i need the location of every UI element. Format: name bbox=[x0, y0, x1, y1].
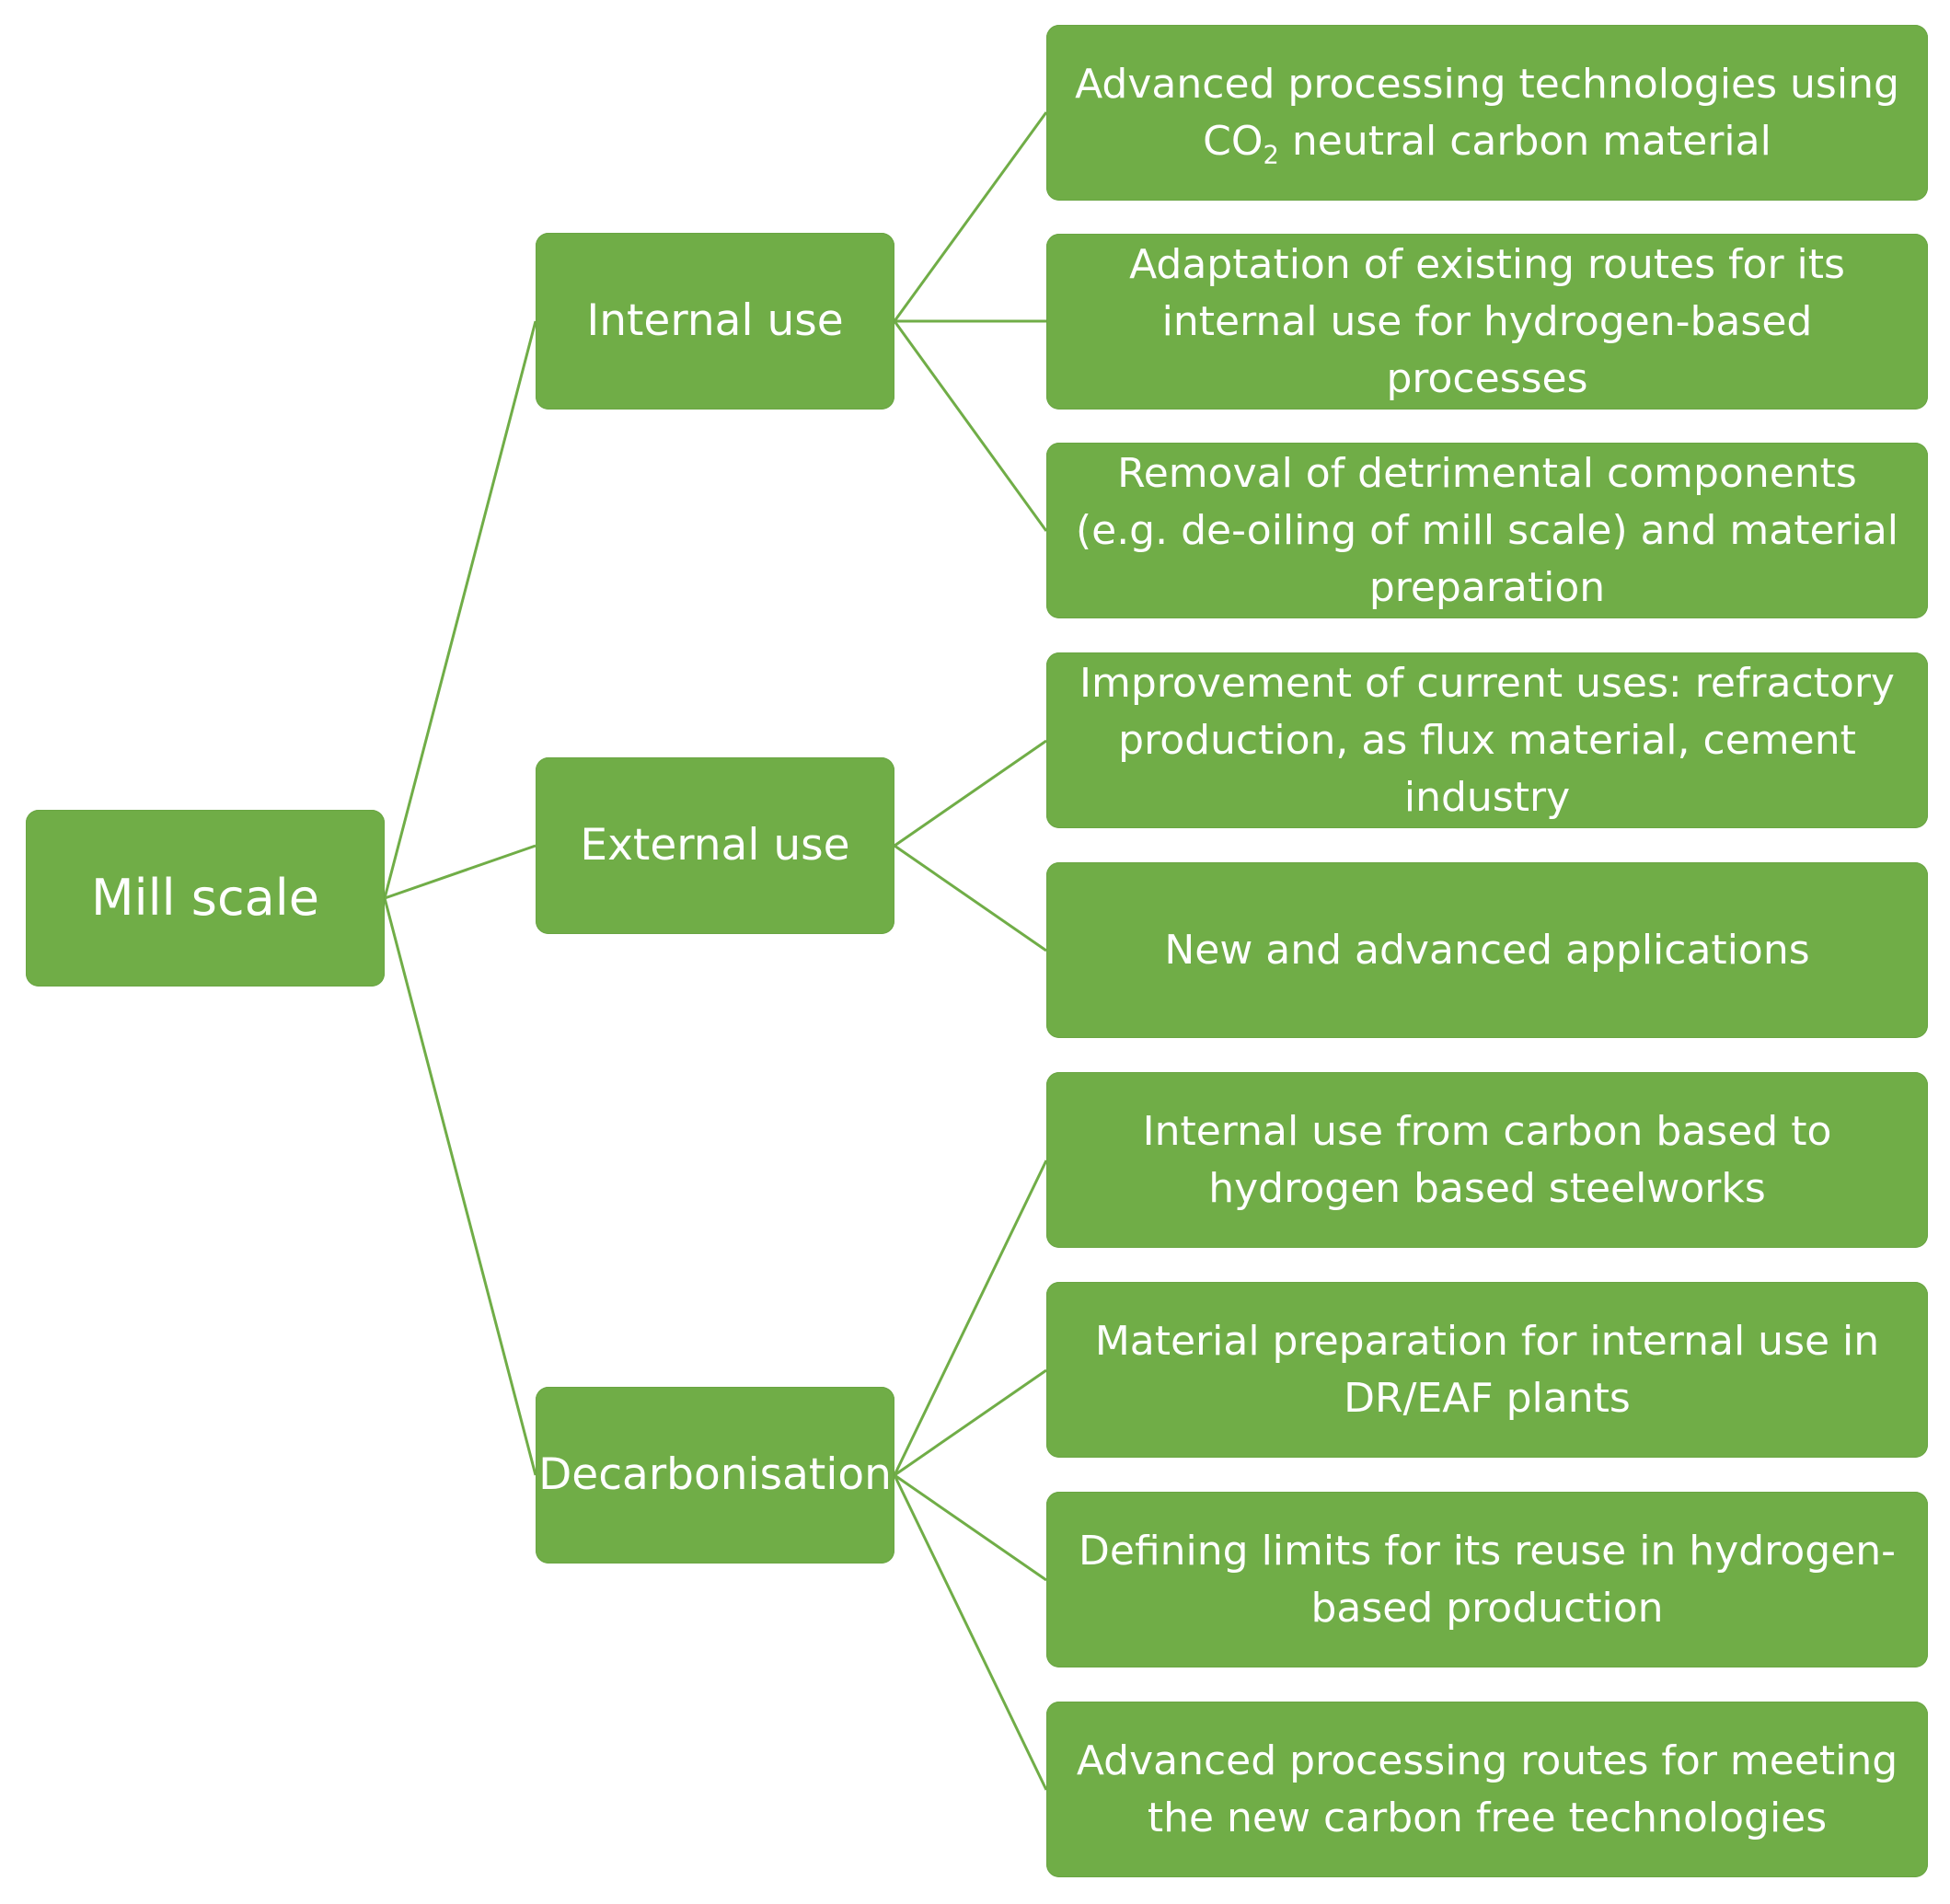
connector-decarbonisation-leaf-2 bbox=[894, 1368, 1047, 1477]
leaf-node-label: Improvement of current uses: refractory … bbox=[1079, 659, 1895, 821]
branch-node-label: Internal use bbox=[586, 295, 844, 346]
leaf-node-label: Removal of detrimental components (e.g. … bbox=[1075, 449, 1899, 611]
branch-node-external-use: External use bbox=[536, 757, 894, 934]
leaf-node-label-part: Advanced processing technologies using C… bbox=[1075, 60, 1899, 165]
leaf-node-defining-limits-for-reuse: Defining limits for its reuse in hydroge… bbox=[1046, 1492, 1928, 1667]
branch-node-label: External use bbox=[580, 820, 850, 871]
leaf-node-label: Advanced processing technologies using C… bbox=[1067, 56, 1907, 170]
leaf-node-improvement-of-current-uses: Improvement of current uses: refractory … bbox=[1046, 652, 1928, 828]
connector-decarbonisation-leaf-4 bbox=[893, 1474, 1048, 1791]
leaf-node-advanced-processing-technologies: Advanced processing technologies using C… bbox=[1046, 25, 1928, 201]
connector-root-decarbonisation bbox=[383, 897, 537, 1476]
leaf-node-label: Defining limits for its reuse in hydroge… bbox=[1079, 1527, 1896, 1632]
branch-node-internal-use: Internal use bbox=[536, 233, 894, 410]
connector-external-leaf-1 bbox=[894, 739, 1047, 848]
leaf-node-internal-use-carbon-to-hydrogen: Internal use from carbon based to hydrog… bbox=[1046, 1072, 1928, 1248]
connector-internal-leaf-1 bbox=[893, 111, 1048, 322]
connector-decarbonisation-leaf-3 bbox=[894, 1473, 1047, 1582]
leaf-node-adaptation-of-existing-routes: Adaptation of existing routes for its in… bbox=[1046, 234, 1928, 410]
branch-node-decarbonisation: Decarbonisation bbox=[536, 1387, 894, 1564]
connector-root-internal bbox=[383, 320, 537, 899]
connector-decarbonisation-leaf-1 bbox=[893, 1160, 1048, 1476]
subscript-2: 2 bbox=[1263, 141, 1279, 170]
leaf-node-label: Adaptation of existing routes for its in… bbox=[1129, 240, 1845, 402]
leaf-node-removal-of-detrimental-components: Removal of detrimental components (e.g. … bbox=[1046, 443, 1928, 618]
leaf-node-new-and-advanced-applications: New and advanced applications bbox=[1046, 862, 1928, 1038]
leaf-node-label: Internal use from carbon based to hydrog… bbox=[1142, 1107, 1832, 1212]
leaf-node-advanced-processing-routes: Advanced processing routes for meeting t… bbox=[1046, 1702, 1928, 1877]
root-node-label: Mill scale bbox=[91, 869, 319, 927]
leaf-node-label: New and advanced applications bbox=[1164, 926, 1810, 974]
branch-node-label: Decarbonisation bbox=[538, 1449, 892, 1500]
connector-external-leaf-2 bbox=[894, 844, 1047, 952]
connector-root-external bbox=[384, 844, 537, 900]
leaf-node-label: Advanced processing routes for meeting t… bbox=[1076, 1737, 1898, 1841]
leaf-node-label-part: neutral carbon material bbox=[1278, 117, 1771, 165]
connector-internal-leaf-3 bbox=[893, 320, 1048, 532]
leaf-node-label: Material preparation for internal use in… bbox=[1094, 1317, 1880, 1422]
root-node-mill-scale: Mill scale bbox=[26, 810, 385, 987]
leaf-node-material-preparation-dr-eaf: Material preparation for internal use in… bbox=[1046, 1282, 1928, 1458]
